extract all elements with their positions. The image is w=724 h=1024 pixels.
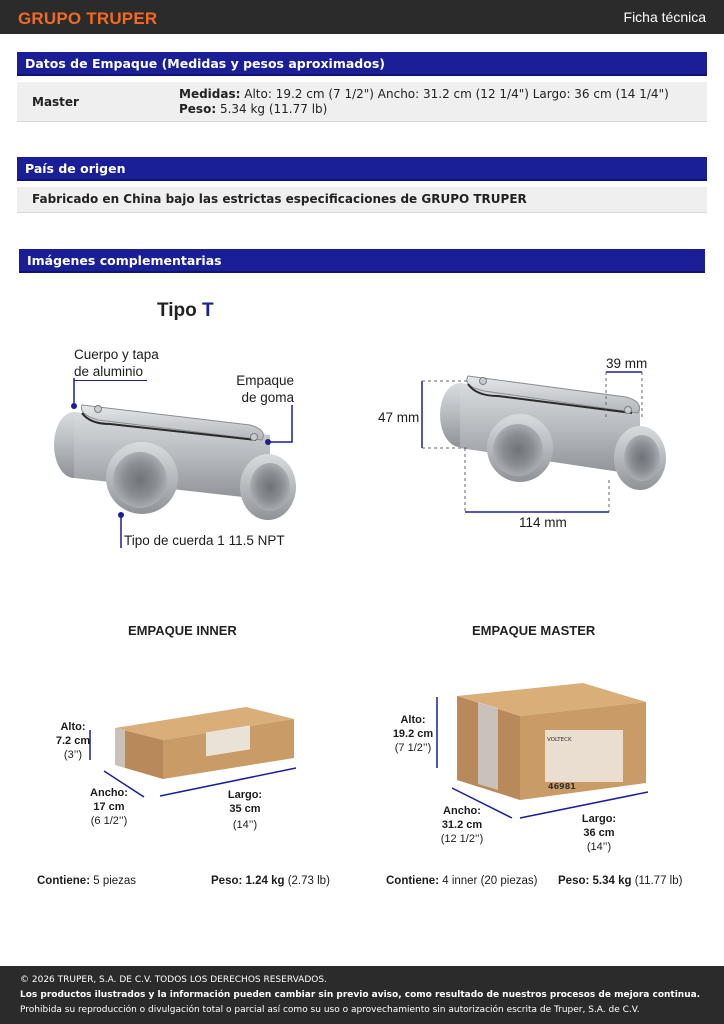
master-weight-label: Peso: 5.34 kg (558, 875, 632, 887)
inner-contains: Contiene: 5 piezas (37, 875, 136, 887)
master-ancho: Ancho: 31.2 cm (12 1/2’’) (434, 804, 490, 846)
master-alto: Alto: 19.2 cm (7 1/2’’) (388, 713, 438, 755)
inner-ancho: Ancho: 17 cm (6 1/2’’) (84, 786, 134, 828)
master-contains: Contiene: 4 inner (20 piezas) (386, 875, 537, 887)
dim-length: 114 mm (519, 515, 567, 530)
callout-thread: Tipo de cuerda 1 11.5 NPT (124, 533, 285, 548)
master-largo-label: Largo: (581, 813, 617, 825)
tipo-title: Tipo T (157, 300, 214, 322)
footer-disclaimer: Los productos ilustrados y la informació… (20, 990, 701, 1000)
conduit-body-left (54, 378, 296, 548)
inner-weight-label: Peso: 1.24 kg (211, 875, 285, 887)
top-bar: GRUPO TRUPER Ficha técnica (0, 0, 724, 34)
master-box-brand: VOLTECK (547, 737, 572, 743)
master-box: VOLTECK 46981 (436, 683, 649, 819)
callout-body: Cuerpo y tapa de aluminio (74, 346, 159, 381)
callout-gasket: Empaque de goma (236, 372, 294, 406)
footer-legal: Prohibida su reproducción o divulgación … (20, 1005, 640, 1015)
inner-ancho-in: (6 1/2’’) (90, 815, 128, 827)
inner-package-title: EMPAQUE INNER (128, 623, 237, 638)
footer: © 2026 TRUPER, S.A. DE C.V. TODOS LOS DE… (0, 966, 724, 1024)
packaging-row-value: Medidas: Alto: 19.2 cm (7 1/2") Ancho: 3… (179, 87, 699, 117)
master-largo-cm: 36 cm (583, 827, 615, 839)
callout-gasket-line1: Empaque (236, 373, 294, 388)
origin-section-header: País de origen (17, 157, 707, 181)
weight-label: Peso: (179, 102, 217, 116)
brand-logo: GRUPO TRUPER (18, 9, 158, 28)
images-section-header: Imágenes complementarias (19, 249, 705, 273)
master-contains-value: 4 inner (20 piezas) (439, 875, 538, 887)
master-ancho-in: (12 1/2’’) (440, 833, 484, 845)
dim-height: 47 mm (378, 410, 420, 425)
inner-weight-value: (2.73 lb) (284, 875, 330, 887)
origin-row: Fabricado en China bajo las estrictas es… (17, 187, 707, 213)
footer-copyright: © 2026 TRUPER, S.A. DE C.V. TODOS LOS DE… (20, 975, 327, 985)
dim-depth: 39 mm (606, 356, 648, 371)
weight-text: 5.34 kg (11.77 lb) (216, 102, 328, 116)
tipo-label: Tipo (157, 300, 203, 321)
master-ancho-cm: 31.2 cm (441, 819, 483, 831)
master-alto-label: Alto: (400, 714, 426, 726)
master-alto-cm: 19.2 cm (392, 728, 434, 740)
inner-alto: Alto: 7.2 cm (3’’) (52, 720, 94, 762)
packaging-row: Master Medidas: Alto: 19.2 cm (7 1/2") A… (17, 82, 707, 122)
master-ancho-label: Ancho: (443, 805, 481, 817)
inner-alto-cm: 7.2 cm (55, 735, 91, 747)
master-largo: Largo: 36 cm (14’’) (574, 812, 624, 854)
product-illustrations (54, 371, 666, 548)
inner-largo-label: Largo: (227, 789, 263, 801)
inner-largo-in: (14’’) (232, 819, 258, 831)
callout-gasket-line2: de goma (241, 390, 294, 405)
inner-largo-cm: 35 cm (229, 803, 261, 815)
tipo-value: T (202, 300, 214, 321)
inner-contains-label: Contiene: (37, 875, 91, 887)
packaging-section-header: Datos de Empaque (Medidas y pesos aproxi… (17, 52, 707, 76)
master-box-code: 46981 (548, 782, 576, 791)
master-largo-in: (14’’) (586, 841, 612, 853)
inner-alto-in: (3’’) (63, 749, 83, 761)
package-illustrations: VOLTECK 46981 (89, 683, 649, 819)
callout-body-line1: Cuerpo y tapa (74, 347, 159, 362)
inner-ancho-cm: 17 cm (93, 801, 125, 813)
origin-text: Fabricado en China bajo las estrictas es… (32, 192, 527, 206)
master-package-title: EMPAQUE MASTER (472, 623, 596, 638)
document-type: Ficha técnica (623, 9, 706, 25)
inner-largo: Largo: 35 cm (14’’) (220, 788, 270, 832)
master-weight-value: (11.77 lb) (631, 875, 683, 887)
inner-box (89, 707, 297, 798)
callout-body-line2: de aluminio (74, 363, 148, 381)
inner-weight: Peso: 1.24 kg (2.73 lb) (211, 875, 330, 887)
master-contains-label: Contiene: (386, 875, 440, 887)
inner-ancho-label: Ancho: (90, 787, 128, 799)
measures-label: Medidas: (179, 87, 241, 101)
master-weight: Peso: 5.34 kg (11.77 lb) (558, 875, 682, 887)
conduit-body-right (421, 371, 666, 513)
measures-text: Alto: 19.2 cm (7 1/2") Ancho: 31.2 cm (1… (240, 87, 669, 101)
master-alto-in: (7 1/2’’) (394, 742, 432, 754)
inner-contains-value: 5 piezas (90, 875, 137, 887)
packaging-row-label: Master (32, 95, 79, 109)
inner-alto-label: Alto: (60, 721, 86, 733)
